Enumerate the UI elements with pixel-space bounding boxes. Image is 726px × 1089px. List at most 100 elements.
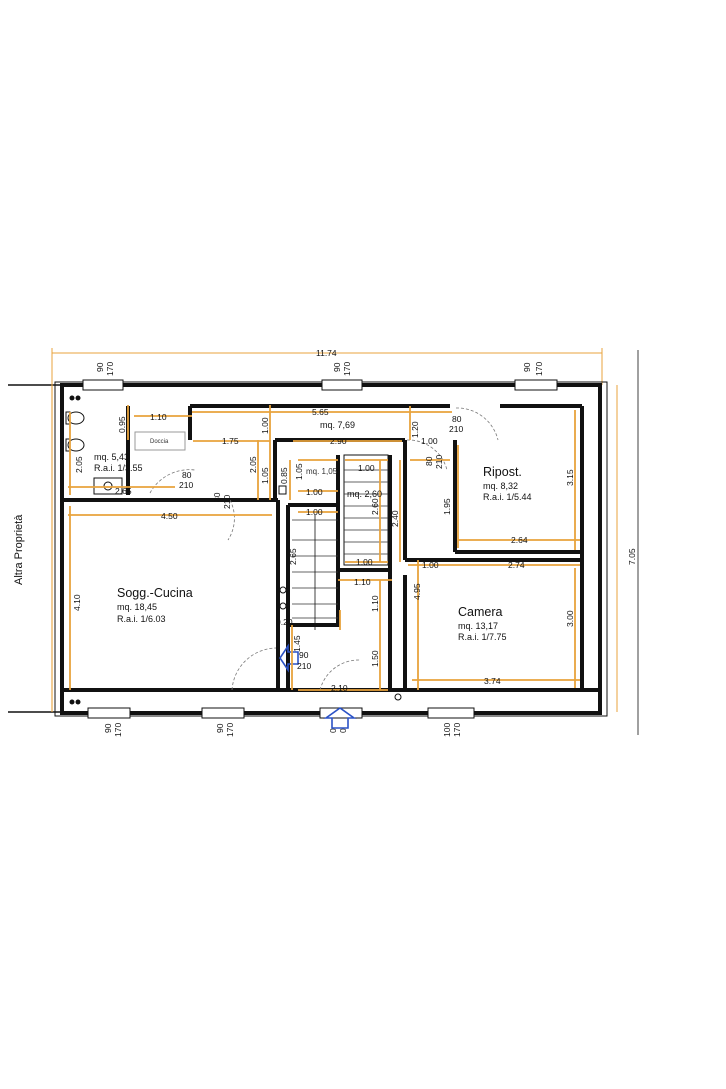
svg-text:0.95: 0.95 xyxy=(117,416,127,433)
window-bottom-2: 90 170 xyxy=(201,707,245,737)
svg-text:0.85: 0.85 xyxy=(279,467,289,484)
room-corridor: 5.65 mq. 7,69 xyxy=(312,407,355,430)
bidet-icon xyxy=(67,438,85,452)
svg-text:90: 90 xyxy=(103,723,113,733)
svg-text:1.00: 1.00 xyxy=(260,417,270,434)
door-swings xyxy=(149,407,499,691)
svg-text:170: 170 xyxy=(342,362,352,376)
svg-text:1.05: 1.05 xyxy=(294,463,304,480)
shower-tray xyxy=(134,431,186,451)
entrance-arrow-icon xyxy=(323,707,357,729)
inner-dimension-lines xyxy=(51,385,580,712)
svg-text:210: 210 xyxy=(222,495,232,509)
window-top-3: 90 170 xyxy=(514,362,558,391)
dimension-labels: 1.10 0.95 2.05 1.75 2.65 4.50 4.10 1.00 … xyxy=(72,412,575,693)
room-closet: mq. 1,05 xyxy=(306,467,338,476)
svg-text:170: 170 xyxy=(534,362,544,376)
outlet-symbols xyxy=(69,395,402,705)
svg-text:80: 80 xyxy=(452,414,462,424)
svg-text:Doccia: Doccia xyxy=(150,439,169,445)
svg-text:210: 210 xyxy=(297,661,311,671)
svg-text:2.65: 2.65 xyxy=(115,486,132,496)
svg-text:1.05: 1.05 xyxy=(260,467,270,484)
svg-text:R.a.i. 1/5.44: R.a.i. 1/5.44 xyxy=(483,492,532,502)
svg-text:100: 100 xyxy=(442,723,452,737)
svg-text:1.95: 1.95 xyxy=(442,498,452,515)
svg-text:1.75: 1.75 xyxy=(222,436,239,446)
svg-text:80: 80 xyxy=(212,492,222,502)
svg-text:4.10: 4.10 xyxy=(72,594,82,611)
svg-text:210: 210 xyxy=(179,480,193,490)
svg-text:1.00: 1.00 xyxy=(358,463,375,473)
svg-text:3.74: 3.74 xyxy=(484,676,501,686)
svg-text:210: 210 xyxy=(434,455,444,469)
svg-text:Ripost.: Ripost. xyxy=(483,465,522,479)
room-bedroom: Camera mq. 13,17 R.a.i. 1/7.75 xyxy=(458,605,507,642)
svg-text:mq. 18,45: mq. 18,45 xyxy=(117,602,157,612)
svg-text:2.10: 2.10 xyxy=(331,683,348,693)
svg-text:Sogg.-Cucina: Sogg.-Cucina xyxy=(117,586,193,600)
svg-text:170: 170 xyxy=(113,723,123,737)
svg-text:1.50: 1.50 xyxy=(370,650,380,667)
svg-text:mq. 1,05: mq. 1,05 xyxy=(306,467,338,476)
svg-text:mq. 7,69: mq. 7,69 xyxy=(320,420,355,430)
svg-text:170: 170 xyxy=(105,362,115,376)
svg-text:2.65: 2.65 xyxy=(288,548,298,565)
svg-text:3.00: 3.00 xyxy=(565,610,575,627)
svg-text:1.00: 1.00 xyxy=(306,507,323,517)
svg-text:80: 80 xyxy=(182,470,192,480)
svg-text:2.05: 2.05 xyxy=(248,456,258,473)
svg-text:0: 0 xyxy=(338,728,348,733)
svg-text:1.10: 1.10 xyxy=(150,412,167,422)
svg-text:mq. 13,17: mq. 13,17 xyxy=(458,621,498,631)
svg-text:mq. 8,32: mq. 8,32 xyxy=(483,481,518,491)
interior-entrance-arrow-icon xyxy=(279,643,299,673)
window-bottom-1: 90 170 xyxy=(87,707,131,737)
svg-text:170: 170 xyxy=(225,723,235,737)
svg-text:1.00: 1.00 xyxy=(422,560,439,570)
svg-text:1.00: 1.00 xyxy=(306,487,323,497)
svg-text:R.a.i. 1/6.03: R.a.i. 1/6.03 xyxy=(117,614,166,624)
svg-text:4.95: 4.95 xyxy=(412,583,422,600)
svg-text:4.50: 4.50 xyxy=(161,511,178,521)
svg-text:80: 80 xyxy=(424,456,434,466)
svg-text:1.00: 1.00 xyxy=(356,557,373,567)
svg-text:2.64: 2.64 xyxy=(511,535,528,545)
svg-text:170: 170 xyxy=(452,723,462,737)
svg-text:0.20: 0.20 xyxy=(276,617,293,627)
svg-text:1.10: 1.10 xyxy=(370,595,380,612)
svg-text:90: 90 xyxy=(522,362,532,372)
svg-text:3.15: 3.15 xyxy=(565,469,575,486)
window-top-2: 90 170 xyxy=(321,362,363,391)
svg-text:2.74: 2.74 xyxy=(508,560,525,570)
svg-text:mq. 5,43: mq. 5,43 xyxy=(94,452,129,462)
total-width-label: 11.74 xyxy=(316,348,337,358)
svg-text:2.90: 2.90 xyxy=(330,436,347,446)
svg-text:2.60: 2.60 xyxy=(370,498,380,515)
svg-text:1.45: 1.45 xyxy=(292,635,302,652)
svg-text:2.05: 2.05 xyxy=(74,456,84,473)
svg-text:R.a.i. 1/7.75: R.a.i. 1/7.75 xyxy=(458,632,507,642)
sink-icon xyxy=(93,477,123,495)
total-depth-label: 7.05 xyxy=(627,548,637,565)
exterior-wall xyxy=(60,383,602,715)
svg-text:5.65: 5.65 xyxy=(312,407,329,417)
interior-walls xyxy=(62,404,600,692)
window-bottom-4: 100 170 xyxy=(427,707,475,737)
svg-text:mq. 2,60: mq. 2,60 xyxy=(347,489,382,499)
svg-text:1.00: 1.00 xyxy=(421,436,438,446)
room-stair: mq. 2,60 xyxy=(347,489,382,499)
svg-text:90: 90 xyxy=(332,362,342,372)
svg-text:210: 210 xyxy=(449,424,463,434)
svg-text:90: 90 xyxy=(299,650,309,660)
svg-text:Camera: Camera xyxy=(458,605,503,619)
room-living: Sogg.-Cucina mq. 18,45 R.a.i. 1/6.03 xyxy=(117,586,193,624)
svg-text:90: 90 xyxy=(95,362,105,372)
room-bath: mq. 5,43 R.a.i. 1/3.55 xyxy=(94,452,143,473)
svg-text:0: 0 xyxy=(328,728,338,733)
window-top-1: 90 170 xyxy=(82,362,124,391)
svg-text:1.20: 1.20 xyxy=(410,421,420,438)
room-storage: Ripost. mq. 8,32 R.a.i. 1/5.44 xyxy=(483,465,532,502)
svg-text:2.40: 2.40 xyxy=(390,510,400,527)
